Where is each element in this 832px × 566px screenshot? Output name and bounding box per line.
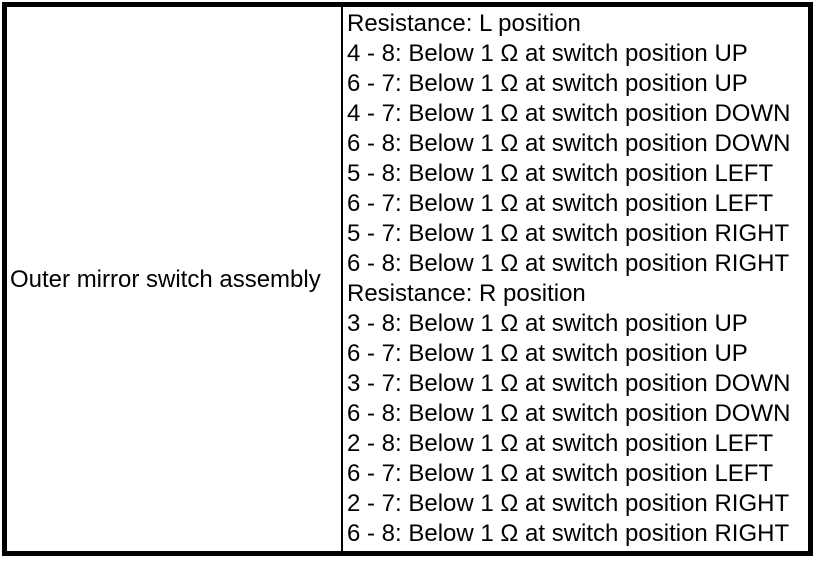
spec-line: 4 - 8: Below 1 Ω at switch position UP	[347, 40, 748, 67]
spec-line: 6 - 7: Below 1 Ω at switch position LEFT	[347, 190, 774, 217]
spec-section-header: Resistance: L position	[347, 10, 581, 37]
spec-line: 6 - 7: Below 1 Ω at switch position UP	[347, 70, 748, 97]
spec-line: 4 - 7: Below 1 Ω at switch position DOWN	[347, 100, 791, 127]
spec-line: 6 - 8: Below 1 Ω at switch position RIGH…	[347, 250, 790, 277]
resistance-spec-table: Outer mirror switch assembly Resistance:…	[2, 2, 813, 556]
spec-section-header: Resistance: R position	[347, 280, 586, 307]
spec-line: 5 - 7: Below 1 Ω at switch position RIGH…	[347, 220, 790, 247]
spec-line: 6 - 7: Below 1 Ω at switch position LEFT	[347, 460, 774, 487]
spec-line: 5 - 8: Below 1 Ω at switch position LEFT	[347, 160, 774, 187]
spec-line: 3 - 7: Below 1 Ω at switch position DOWN	[347, 370, 791, 397]
spec-line: 3 - 8: Below 1 Ω at switch position UP	[347, 310, 748, 337]
component-label: Outer mirror switch assembly	[10, 265, 321, 293]
spec-line: 6 - 8: Below 1 Ω at switch position DOWN	[347, 400, 791, 427]
spec-cell: Resistance: L position 4 - 8: Below 1 Ω …	[343, 7, 808, 551]
component-cell: Outer mirror switch assembly	[7, 7, 343, 551]
spec-line: 6 - 8: Below 1 Ω at switch position DOWN	[347, 130, 791, 157]
spec-line: 2 - 7: Below 1 Ω at switch position RIGH…	[347, 490, 790, 517]
spec-line: 6 - 8: Below 1 Ω at switch position RIGH…	[347, 520, 790, 547]
spec-line: 6 - 7: Below 1 Ω at switch position UP	[347, 340, 748, 367]
spec-line: 2 - 8: Below 1 Ω at switch position LEFT	[347, 430, 774, 457]
